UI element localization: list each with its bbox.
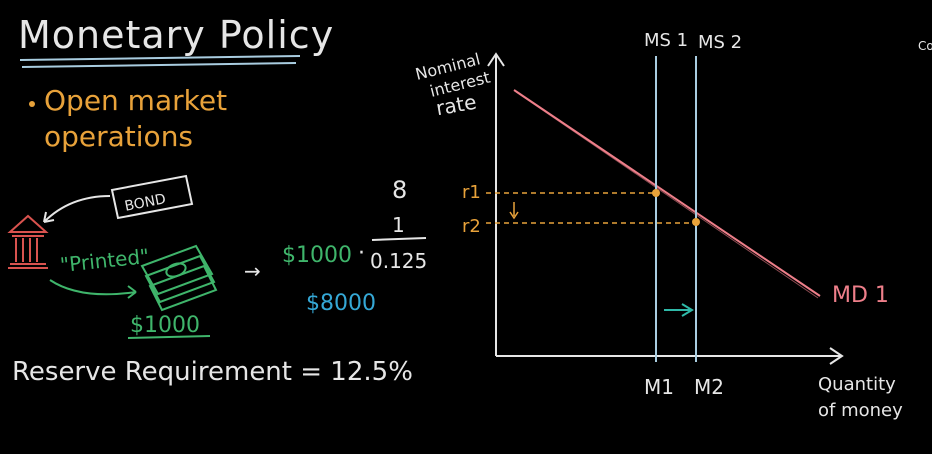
x-axis-arrowhead [829,347,844,365]
calc-fraction-bar [371,237,427,241]
title-text: Monetary Policy [18,13,334,57]
ms1-label: MS 1 [644,30,688,51]
bank-to-money-arrow [49,279,137,296]
bond-icon: BOND [110,174,194,220]
calc-arrow: → [244,259,261,283]
calc-amount: $1000 [282,243,352,268]
bank-icon [7,214,49,269]
corner-text: Co [918,39,932,53]
shift-arrowhead [681,303,694,317]
title-underline-2 [21,62,297,68]
ms2-label: MS 2 [698,32,742,53]
bond-to-bank-arrow [43,195,111,223]
calc-numerator: 1 [392,213,405,237]
x-axis-label-line2: of money [818,400,903,421]
bond-to-bank-arrowhead [43,211,55,223]
money-stack-icon [140,244,218,312]
x-axis-label-line1: Quantity [818,374,896,395]
m1-label: M1 [644,375,674,399]
m2-label: M2 [694,375,724,399]
bond-label: BOND [123,191,167,215]
md-curve-stroke-2 [515,91,819,299]
bullet-line2: operations [44,120,193,153]
calc-result: $8000 [306,291,376,316]
md-curve [513,89,821,297]
r1-label: r1 [462,182,481,203]
bullet-line1: Open market [44,84,227,117]
y-axis-arrowhead [487,52,505,67]
printed-label: "Printed" [59,244,150,277]
calc-multiplier: 8 [392,176,407,204]
equilibrium-point-2 [692,218,700,226]
money-market-graph: Nominal interest rate Quantity of money … [413,30,903,421]
md-label: MD 1 [832,283,889,308]
title-underline [19,55,301,61]
bank-to-money-arrowhead [127,285,137,299]
money-amount-underline [127,335,211,339]
calc-denominator: 0.125 [370,249,427,273]
money-amount: $1000 [130,313,200,338]
calc-dot: · [358,241,365,266]
rate-down-arrowhead [509,211,519,220]
equilibrium-point-1 [652,189,660,197]
reserve-requirement: Reserve Requirement = 12.5% [12,357,413,387]
r2-label: r2 [462,216,481,237]
bullet-dot [29,101,35,107]
